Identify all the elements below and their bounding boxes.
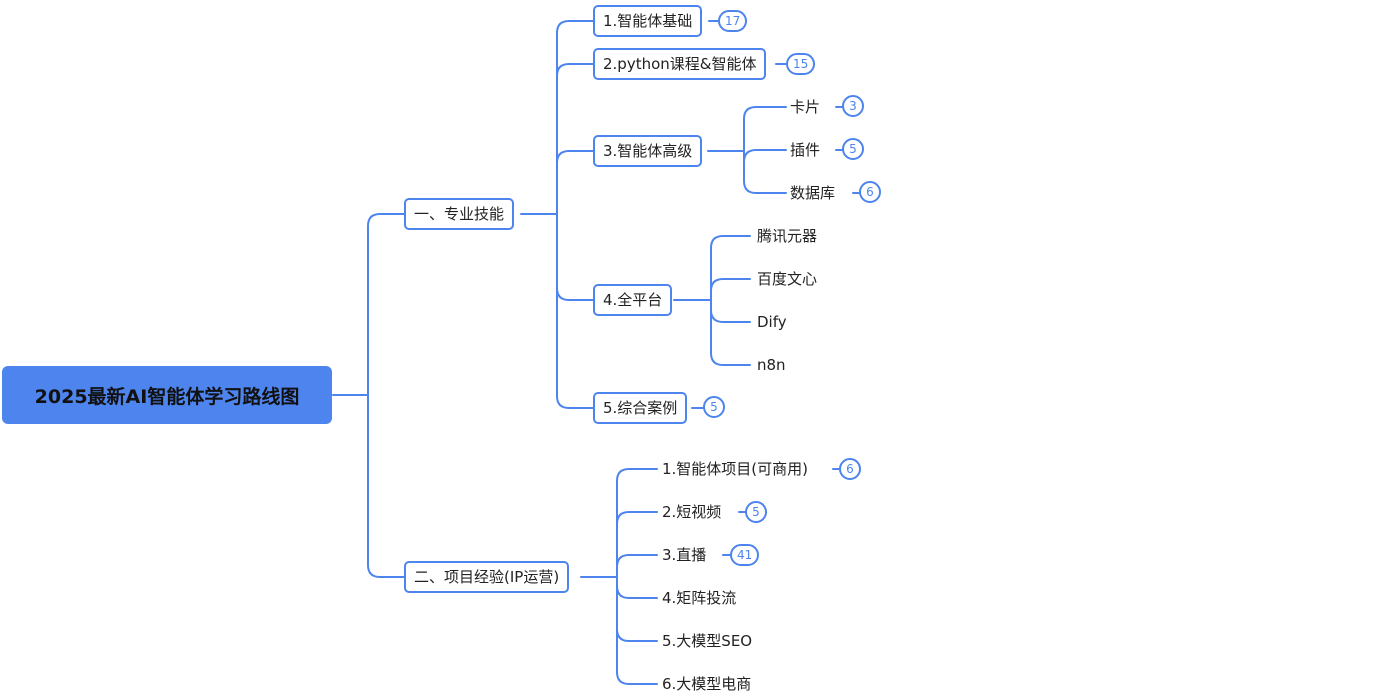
subtopic-tencent-yuanqi[interactable]: 腾讯元器 xyxy=(757,227,818,245)
connector xyxy=(710,235,751,249)
subtopic-baidu-wenxin[interactable]: 百度文心 xyxy=(757,270,818,288)
topic-agent-projects[interactable]: 1.智能体项目(可商用) xyxy=(662,460,809,478)
connector xyxy=(710,309,751,323)
connector xyxy=(616,628,658,642)
count-badge-agent-projects: 6 xyxy=(839,458,861,480)
topic-matrix-ads[interactable]: 4.矩阵投流 xyxy=(662,589,737,607)
connector xyxy=(743,106,787,120)
subtopic-n8n[interactable]: n8n xyxy=(757,356,786,374)
connector xyxy=(556,150,594,164)
count-badge-database: 6 xyxy=(859,181,881,203)
connector xyxy=(367,564,405,578)
topic-llm-seo[interactable]: 5.大模型SEO xyxy=(662,632,753,650)
topic-agent-advanced[interactable]: 3.智能体高级 xyxy=(593,135,703,167)
count-badge-short-video: 5 xyxy=(745,501,767,523)
topic-livestream[interactable]: 3.直播 xyxy=(662,546,707,564)
branch-professional-skills[interactable]: 一、专业技能 xyxy=(404,198,515,230)
count-badge-case-studies: 5 xyxy=(703,396,725,418)
topic-python-course[interactable]: 2.python课程&智能体 xyxy=(593,48,767,80)
connector xyxy=(743,180,787,194)
topic-short-video[interactable]: 2.短视频 xyxy=(662,503,722,521)
subtopic-plugins[interactable]: 插件 xyxy=(790,141,821,159)
count-badge-agent-basics: 17 xyxy=(718,10,748,32)
topic-agent-basics[interactable]: 1.智能体基础 xyxy=(593,5,703,37)
connector xyxy=(616,511,658,525)
branch-project-experience[interactable]: 二、项目经验(IP运营) xyxy=(404,561,570,593)
connector xyxy=(616,671,658,685)
connector xyxy=(743,149,787,163)
topic-all-platforms[interactable]: 4.全平台 xyxy=(593,284,673,316)
connector xyxy=(616,468,658,482)
subtopic-dify[interactable]: Dify xyxy=(757,313,787,331)
subtopic-cards[interactable]: 卡片 xyxy=(790,98,821,116)
connector xyxy=(616,554,658,568)
connector xyxy=(556,395,594,409)
connector xyxy=(616,585,658,599)
root-node[interactable]: 2025最新AI智能体学习路线图 xyxy=(2,366,332,424)
connector xyxy=(710,278,751,292)
count-badge-python-course: 15 xyxy=(786,53,816,75)
count-badge-livestream: 41 xyxy=(730,544,760,566)
topic-case-studies[interactable]: 5.综合案例 xyxy=(593,392,688,424)
connector xyxy=(367,213,405,227)
topic-llm-ecommerce[interactable]: 6.大模型电商 xyxy=(662,675,752,693)
connector xyxy=(556,20,594,34)
connector xyxy=(710,352,751,366)
subtopic-database[interactable]: 数据库 xyxy=(790,184,836,202)
connector xyxy=(556,63,594,77)
count-badge-cards: 3 xyxy=(842,95,864,117)
count-badge-plugins: 5 xyxy=(842,138,864,160)
connector xyxy=(556,287,594,301)
